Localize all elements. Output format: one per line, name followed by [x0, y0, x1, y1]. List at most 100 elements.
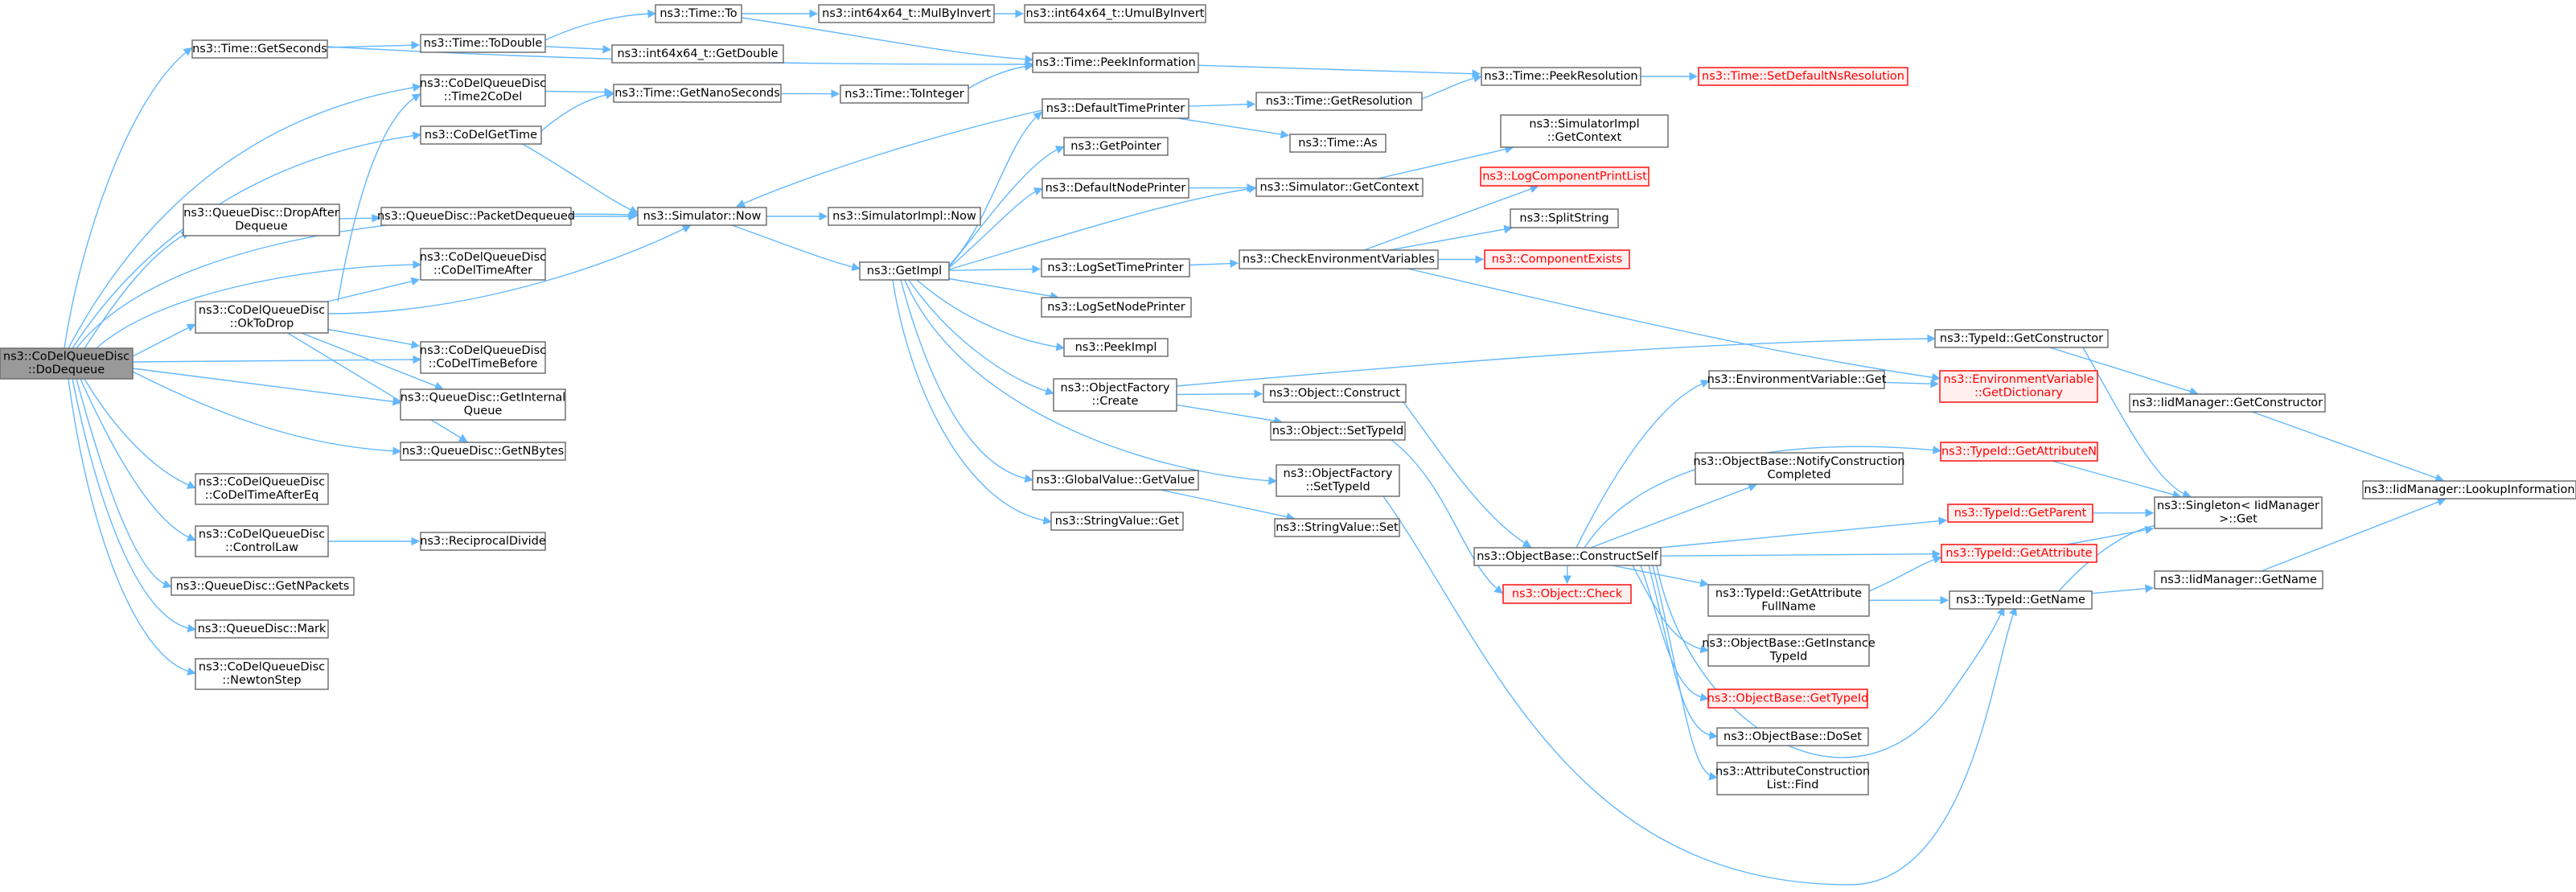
node-typeIdGetName[interactable]: ns3::TypeId::GetName [1949, 590, 2093, 610]
node-iidGetName[interactable]: ns3::IidManager::GetName [2154, 570, 2323, 590]
node-label: ns3::QueueDisc::PacketDequeued [377, 210, 575, 223]
node-objBaseDoSet[interactable]: ns3::ObjectBase::DoSet [1716, 727, 1869, 746]
node-objBaseNotify[interactable]: ns3::ObjectBase::NotifyConstructionCompl… [1693, 452, 1905, 485]
node-box [420, 248, 546, 281]
node-toDouble[interactable]: ns3::Time::ToDouble [420, 34, 546, 53]
node-root[interactable]: ns3::CoDelQueueDisc::DoDequeue [0, 347, 134, 380]
node-typeIdGetParent[interactable]: ns3::TypeId::GetParent [1947, 504, 2093, 523]
node-controlLaw[interactable]: ns3::CoDelQueueDisc::ControlLaw [195, 525, 329, 557]
node-toInteger[interactable]: ns3::Time::ToInteger [840, 84, 969, 104]
edge-typeIdGetAttrFullName-to-typeIdGetAttribute [1868, 557, 1939, 592]
node-label: ns3::CoDelGetTime [425, 129, 537, 142]
node-simImplNow[interactable]: ns3::SimulatorImpl::Now [828, 207, 981, 226]
edge-arrowhead [1699, 578, 1709, 588]
node-getResolution[interactable]: ns3::Time::GetResolution [1255, 92, 1423, 111]
node-label: ns3::TypeId::GetName [1956, 594, 2085, 606]
node-splitString[interactable]: ns3::SplitString [1510, 208, 1619, 228]
node-objFactorySetTypeId[interactable]: ns3::ObjectFactory::SetTypeId [1276, 464, 1400, 497]
node-timeTo[interactable]: ns3::Time::To [655, 4, 742, 23]
node-iidGetConstructor[interactable]: ns3::IidManager::GetConstructor [2129, 393, 2326, 413]
node-mark[interactable]: ns3::QueueDisc::Mark [195, 619, 329, 639]
node-coDelTimeAfterEq[interactable]: ns3::CoDelQueueDisc::CoDelTimeAfterEq [195, 473, 329, 505]
edge-getImpl-to-logSetTimePrinter [948, 268, 1037, 271]
edge-arrowhead [1247, 100, 1256, 109]
node-mulByInvert[interactable]: ns3::int64x64_t::MulByInvert [818, 4, 995, 23]
node-iidLookupInfo[interactable]: ns3::IidManager::LookupInformation [2362, 480, 2576, 499]
edge-getImpl-to-logSetNodePrinter [948, 277, 1055, 298]
node-envVarGet[interactable]: ns3::EnvironmentVariable::Get [1707, 370, 1887, 389]
edge-root-to-getNBytes [132, 371, 398, 452]
node-simNow[interactable]: ns3::Simulator::Now [637, 207, 767, 226]
node-box [1063, 137, 1169, 156]
node-checkEnvVars[interactable]: ns3::CheckEnvironmentVariables [1239, 249, 1439, 269]
node-box [420, 532, 546, 551]
node-peekImpl[interactable]: ns3::PeekImpl [1063, 338, 1169, 357]
node-componentExists[interactable]: ns3::ComponentExists [1484, 249, 1630, 269]
edge-defTimePrinter-to-timeAs [1177, 117, 1286, 136]
edge-objBaseConstructSelf-to-objBaseDoSet [1648, 565, 1715, 737]
node-peekInfo[interactable]: ns3::Time::PeekInformation [1032, 52, 1199, 73]
node-logSetTimePrinter[interactable]: ns3::LogSetTimePrinter [1041, 258, 1190, 277]
node-defNodePrinter[interactable]: ns3::DefaultNodePrinter [1041, 178, 1189, 199]
node-getPointer[interactable]: ns3::GetPointer [1063, 137, 1169, 156]
node-singletonGet[interactable]: ns3::Singleton< IidManager>::Get [2154, 496, 2323, 529]
node-typeIdGetAttrN[interactable]: ns3::TypeId::GetAttributeN [1940, 442, 2098, 462]
node-label: Queue [464, 405, 503, 417]
node-box [818, 4, 995, 23]
node-packetDequeued[interactable]: ns3::QueueDisc::PacketDequeued [377, 207, 575, 226]
node-okToDrop[interactable]: ns3::CoDelQueueDisc::OkToDrop [195, 301, 329, 334]
node-simGetContext[interactable]: ns3::Simulator::GetContext [1255, 178, 1424, 197]
node-objConstruct[interactable]: ns3::Object::Construct [1263, 384, 1407, 403]
edge-arrowhead [681, 224, 692, 233]
node-objCheck[interactable]: ns3::Object::Check [1502, 584, 1632, 604]
node-setDefRes[interactable]: ns3::Time::SetDefaultNsResolution [1698, 67, 1908, 86]
node-label: ns3::ObjectBase::DoSet [1723, 730, 1862, 743]
node-typeIdGetAttribute[interactable]: ns3::TypeId::GetAttribute [1941, 544, 2097, 563]
node-envVarGetDict[interactable]: ns3::EnvironmentVariable::GetDictionary [1939, 370, 2098, 403]
node-logSetNodePrinter[interactable]: ns3::LogSetNodePrinter [1041, 297, 1192, 318]
node-getNano[interactable]: ns3::Time::GetNanoSeconds [613, 84, 782, 103]
node-umulByInvert[interactable]: ns3::int64x64_t::UmulByInvert [1024, 4, 1206, 23]
node-getSeconds[interactable]: ns3::Time::GetSeconds [191, 39, 328, 59]
edge-arrowhead [647, 9, 657, 18]
node-coDelGetTime[interactable]: ns3::CoDelGetTime [420, 125, 542, 145]
node-coDelTimeAfter[interactable]: ns3::CoDelQueueDisc::CoDelTimeAfter [420, 248, 546, 281]
node-stringValueSet[interactable]: ns3::StringValue::Set [1274, 518, 1400, 537]
node-objBaseGetTypeId[interactable]: ns3::ObjectBase::GetTypeId [1707, 689, 1869, 709]
node-label: ::SetTypeId [1305, 481, 1370, 494]
node-newtonStep[interactable]: ns3::CoDelQueueDisc::NewtonStep [195, 658, 329, 690]
node-getNBytes[interactable]: ns3::QueueDisc::GetNBytes [400, 442, 566, 461]
node-globalValGetValue[interactable]: ns3::GlobalValue::GetValue [1032, 470, 1199, 491]
node-label: ::ControlLaw [225, 541, 298, 554]
node-objSetTypeId[interactable]: ns3::Object::SetTypeId [1270, 421, 1406, 441]
node-getImpl[interactable]: ns3::GetImpl [859, 261, 950, 281]
node-label: ns3::CoDelQueueDisc [199, 304, 325, 317]
edge-arrowhead [1927, 334, 1937, 343]
node-defTimePrinter[interactable]: ns3::DefaultTimePrinter [1041, 98, 1189, 119]
node-simImplGetContext[interactable]: ns3::SimulatorImpl::GetContext [1500, 114, 1669, 148]
node-reciprocalDivide[interactable]: ns3::ReciprocalDivide [420, 532, 546, 551]
edge-arrowhead [1045, 387, 1054, 396]
node-objBaseConstructSelf[interactable]: ns3::ObjectBase::ConstructSelf [1473, 547, 1662, 566]
node-time2CoDel[interactable]: ns3::CoDelQueueDisc::Time2CoDel [420, 74, 546, 107]
node-objFactoryCreate[interactable]: ns3::ObjectFactory::Create [1053, 378, 1177, 412]
node-box [183, 203, 340, 236]
node-timeAs[interactable]: ns3::Time::As [1289, 134, 1387, 153]
edge-objSetTypeId-to-objCheck [1391, 439, 1501, 592]
node-peekRes[interactable]: ns3::Time::PeekResolution [1481, 67, 1641, 86]
node-typeIdGetConstructor[interactable]: ns3::TypeId::GetConstructor [1934, 329, 2109, 348]
call-graph-edges [64, 9, 2447, 886]
node-getNPackets[interactable]: ns3::QueueDisc::GetNPackets [171, 577, 355, 596]
node-coDelTimeBefore[interactable]: ns3::CoDelQueueDisc::CoDelTimeBefore [420, 341, 546, 374]
node-box [1041, 178, 1189, 199]
node-stringValueGet[interactable]: ns3::StringValue::Get [1050, 512, 1184, 531]
node-logCompPrintList[interactable]: ns3::LogComponentPrintList [1480, 166, 1650, 187]
edge-arrowhead [1708, 771, 1718, 781]
node-label: ns3::SplitString [1519, 212, 1608, 224]
node-getDouble[interactable]: ns3::int64x64_t::GetDouble [611, 44, 784, 64]
